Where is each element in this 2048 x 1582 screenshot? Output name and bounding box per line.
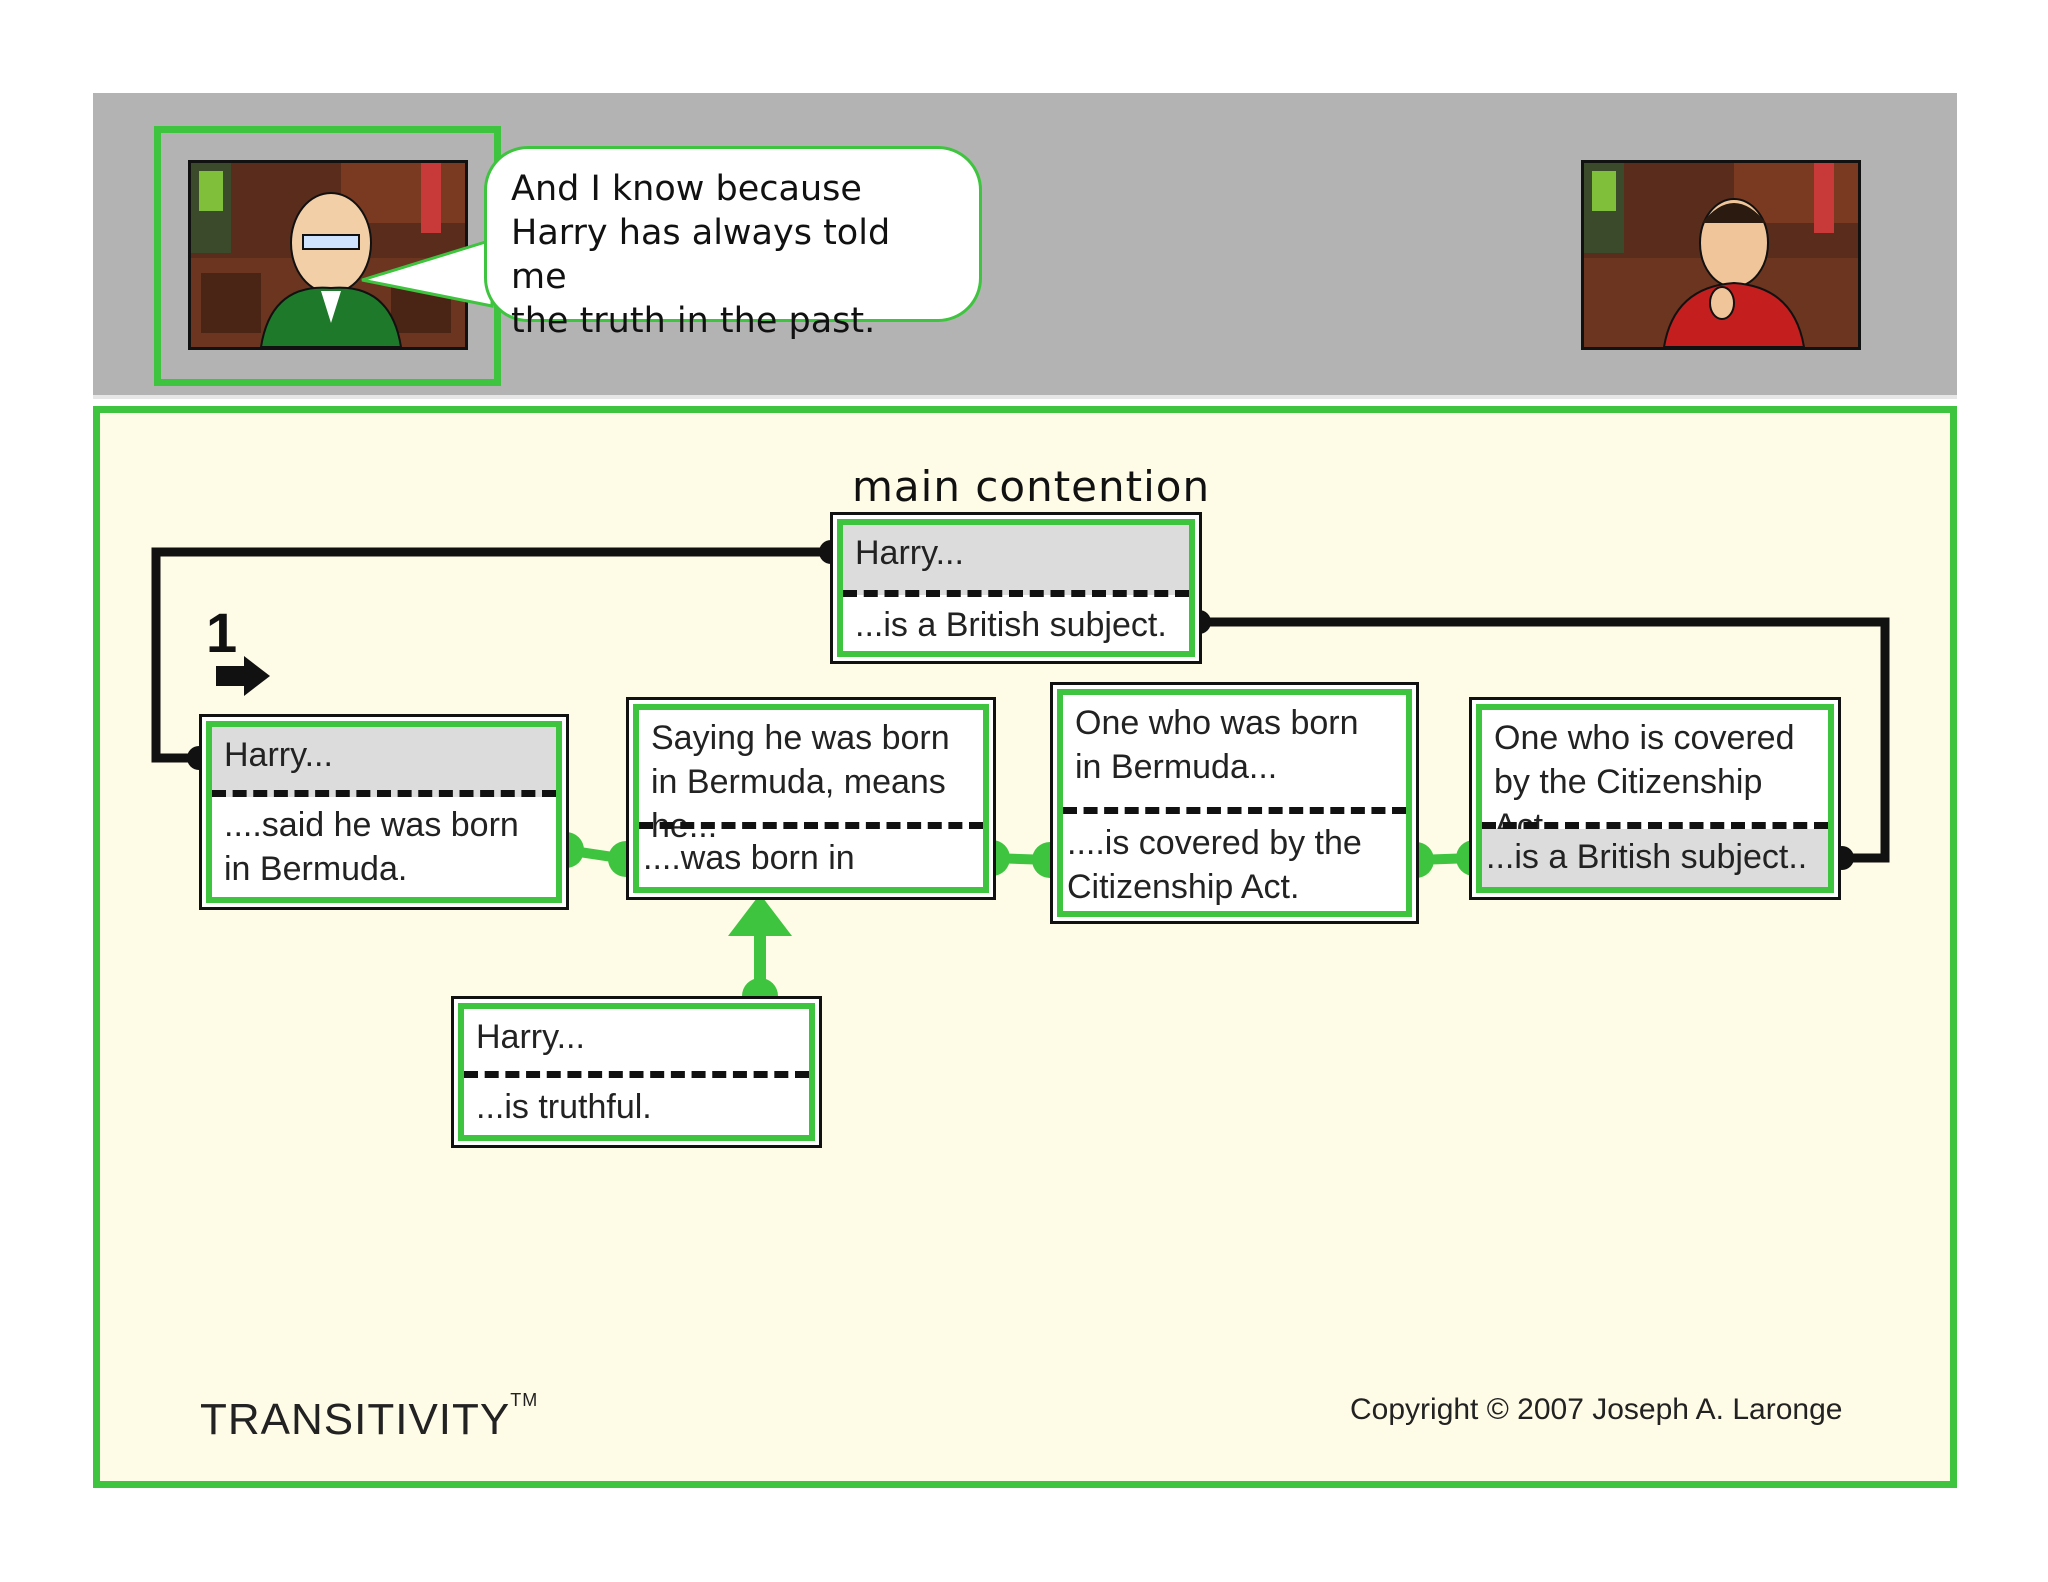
main-contention-label: main contention (852, 462, 1211, 511)
speech-bubble: And I know because Harry has always told… (484, 146, 982, 341)
right-character-portrait[interactable] (1581, 160, 1861, 350)
box-top-text: One who was born in Bermuda... (1075, 704, 1359, 786)
lawyer-red-suit-illustration-icon (1584, 163, 1858, 347)
speech-line-1: And I know because (511, 169, 862, 209)
lawyer-green-suit-illustration-icon (191, 163, 465, 347)
speech-line-3: the truth in the past. (511, 301, 876, 341)
box-bottom-text: ...is a British subject.. (1482, 829, 1828, 887)
brand-logo: TRANSITIVITYTM (200, 1390, 538, 1445)
box-top-text: Saying he was born in Bermuda, means he.… (651, 719, 950, 845)
speech-bubble-tail (361, 237, 496, 308)
box-bottom-text: ....said he was born in Bermuda. (224, 806, 519, 888)
premise-box-2[interactable]: Saying he was born in Bermuda, means he.… (626, 697, 996, 900)
trademark-mark: TM (510, 1390, 539, 1410)
box-divider (843, 590, 1189, 597)
brand-text: TRANSITIVITY (200, 1395, 511, 1444)
box-top-text: Harry... (843, 525, 1189, 595)
scene-divider (93, 395, 1957, 399)
box-divider (639, 822, 983, 829)
support-box[interactable]: Harry... ...is truthful. (451, 996, 822, 1148)
premise-box-3[interactable]: One who was born in Bermuda... ....is co… (1050, 682, 1419, 924)
premise-box-4[interactable]: One who is covered by the Citizenship Ac… (1469, 697, 1841, 900)
box-bottom-text: ....was born in Bermuda. (643, 839, 855, 887)
speech-line-2: Harry has always told me (511, 213, 891, 297)
box-bottom-text: ....is covered by the Citizenship Act. (1067, 824, 1362, 906)
main-contention-box[interactable]: Harry... ...is a British subject. (830, 512, 1202, 664)
box-divider (464, 1071, 809, 1078)
box-top-text: One who is covered by the Citizenship Ac… (1494, 719, 1795, 845)
box-divider (1063, 807, 1406, 814)
premise-box-1[interactable]: Harry... ....said he was born in Bermuda… (199, 714, 569, 910)
left-character-portrait[interactable] (188, 160, 468, 350)
step-number: 1 (206, 601, 238, 664)
box-divider (1482, 822, 1828, 829)
box-bottom-text: ...is truthful. (476, 1088, 652, 1126)
copyright-text: Copyright © 2007 Joseph A. Laronge (1350, 1393, 1843, 1426)
box-top-text: Harry... (212, 727, 556, 797)
box-divider (212, 790, 556, 797)
box-top-text: Harry... (476, 1018, 585, 1056)
box-bottom-text: ...is a British subject. (855, 606, 1167, 644)
